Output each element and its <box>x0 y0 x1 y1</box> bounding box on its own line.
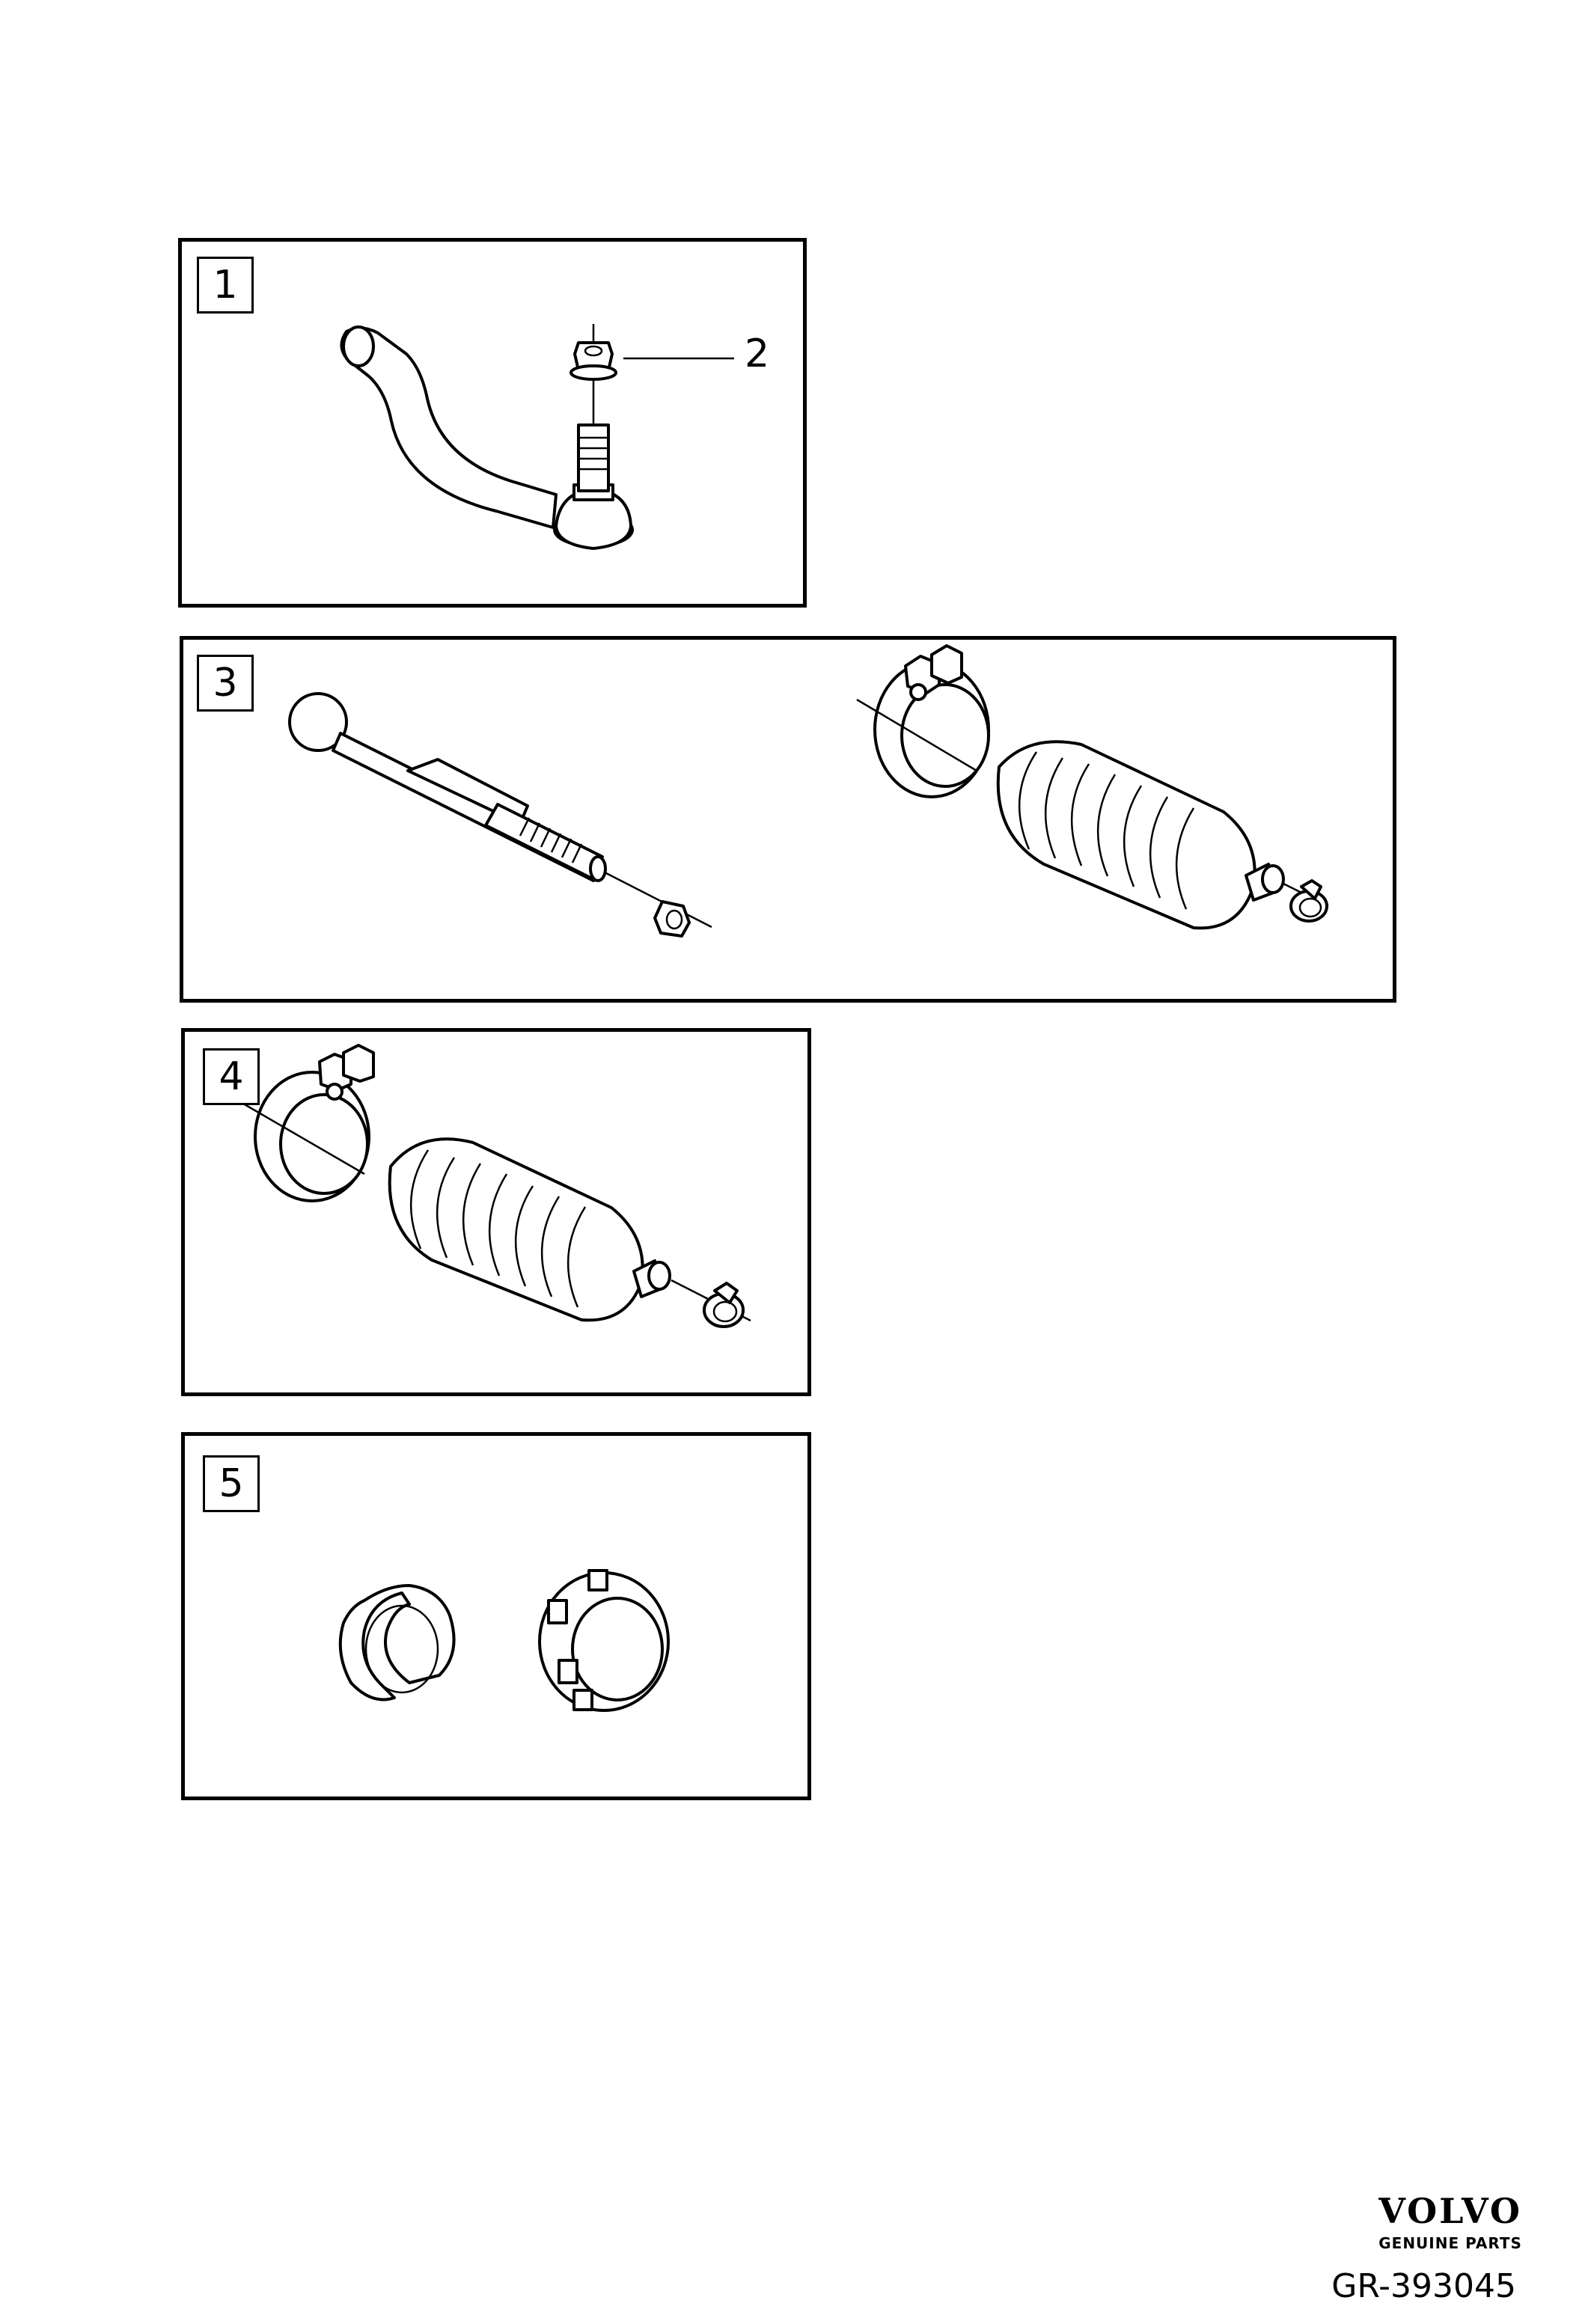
panel-1-number: 1 <box>197 257 254 314</box>
steering-boot-drawing <box>242 1044 751 1328</box>
panel-5-number: 5 <box>203 1455 260 1512</box>
reference-code: GR-393045 <box>1331 2267 1516 2305</box>
panel-3-number: 3 <box>197 655 254 712</box>
callout-2: 2 <box>745 331 770 376</box>
panel-4: 4 <box>181 1028 811 1396</box>
volvo-logo: VOLVO <box>1378 2191 1522 2231</box>
inner-tie-rod-and-boot-drawing <box>288 644 1329 938</box>
tie-rod-end-drawing <box>340 324 734 550</box>
panel-1: 1 2 <box>178 238 807 608</box>
ring-and-nut-drawing <box>338 1569 670 1712</box>
genuine-parts-label: GENUINE PARTS <box>1378 2234 1522 2252</box>
panel-5: 5 <box>181 1432 811 1800</box>
panel-4-number: 4 <box>203 1048 260 1105</box>
volvo-brand: VOLVO GENUINE PARTS <box>1378 2191 1522 2252</box>
panel-3: 3 <box>180 636 1396 1003</box>
